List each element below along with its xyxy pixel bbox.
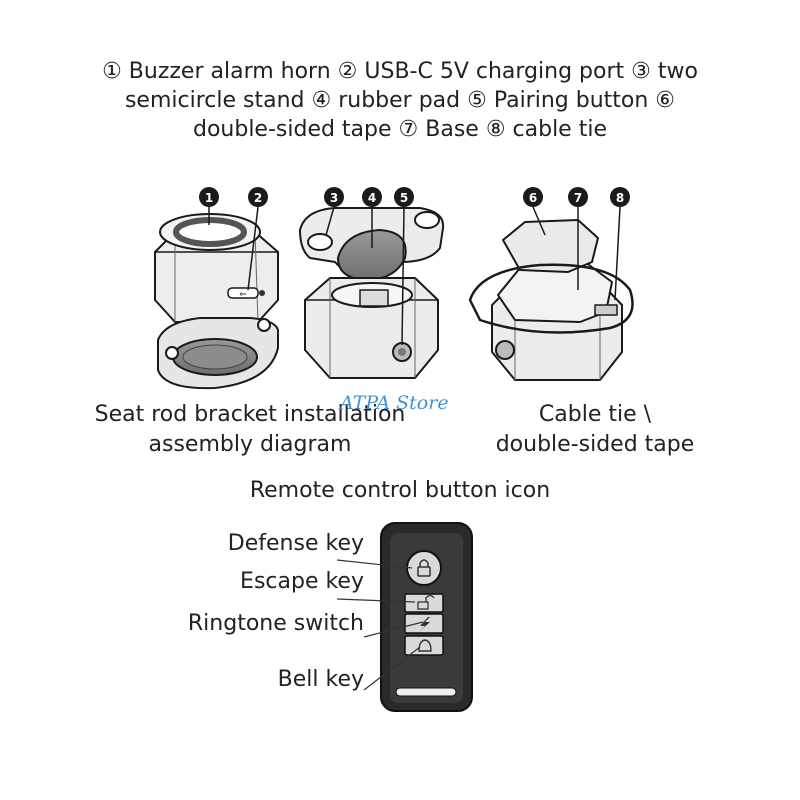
- defense-key-button: [406, 550, 442, 586]
- ringtone-switch-label: Ringtone switch: [187, 611, 364, 636]
- escape-key-button: [404, 593, 444, 613]
- seat-rod-caption-line-1: Seat rod bracket installation: [94, 402, 406, 427]
- callout-badge-1: 1: [199, 187, 219, 207]
- callout-badge-8: 8: [610, 187, 630, 207]
- callout-badge-5: 5: [394, 187, 414, 207]
- remote-title: Remote control button icon: [249, 478, 551, 503]
- svg-text:8: 8: [616, 191, 624, 205]
- store-watermark: ATPA Store: [340, 392, 449, 414]
- remote-control-illustration: [380, 522, 473, 712]
- escape-key-label: Escape key: [240, 569, 364, 594]
- assembled-alarm-illustration: ⇐: [154, 213, 279, 390]
- svg-text:⇐: ⇐: [239, 290, 247, 300]
- legend-line-3: double-sided tape ⑦ Base ⑧ cable tie: [192, 117, 607, 142]
- callout-badge-2: 2: [248, 187, 268, 207]
- svg-text:6: 6: [529, 191, 537, 205]
- legend-text: ① Buzzer alarm horn ② USB-C 5V charging …: [40, 57, 760, 144]
- bell-icon: [418, 639, 432, 652]
- seat-rod-caption-line-2: assembly diagram: [148, 432, 352, 457]
- cable-tie-caption: Cable tie \ double-sided tape: [470, 400, 720, 460]
- svg-text:5: 5: [400, 191, 408, 205]
- bell-key-label: Bell key: [277, 667, 364, 692]
- svg-text:1: 1: [205, 191, 213, 205]
- legend-line-1: ① Buzzer alarm horn ② USB-C 5V charging …: [102, 59, 698, 84]
- bell-key-button: [404, 635, 444, 656]
- lightning-icon: [419, 617, 430, 632]
- callout-leaders: [208, 206, 621, 346]
- svg-text:4: 4: [368, 191, 376, 205]
- cable-tie-illustration: [468, 219, 634, 381]
- cable-tie-caption-line-2: double-sided tape: [495, 432, 695, 457]
- defense-key-label: Defense key: [227, 531, 364, 556]
- callout-badge-4: 4: [362, 187, 382, 207]
- svg-text:7: 7: [574, 191, 582, 205]
- legend-line-2: semicircle stand ④ rubber pad ⑤ Pairing …: [124, 88, 676, 113]
- cable-tie-caption-line-1: Cable tie \: [538, 402, 652, 427]
- unlock-icon: [417, 601, 429, 610]
- callout-badge-7: 7: [568, 187, 588, 207]
- remote-leaders: [336, 559, 424, 691]
- svg-text:2: 2: [254, 191, 262, 205]
- ringtone-switch-button: [404, 613, 444, 634]
- callout-badge-3: 3: [324, 187, 344, 207]
- svg-text:3: 3: [330, 191, 338, 205]
- lock-icon: [417, 566, 431, 577]
- callout-badge-6: 6: [523, 187, 543, 207]
- exploded-bracket-illustration: [299, 207, 445, 379]
- seat-rod-caption: Seat rod bracket installation assembly d…: [60, 400, 440, 460]
